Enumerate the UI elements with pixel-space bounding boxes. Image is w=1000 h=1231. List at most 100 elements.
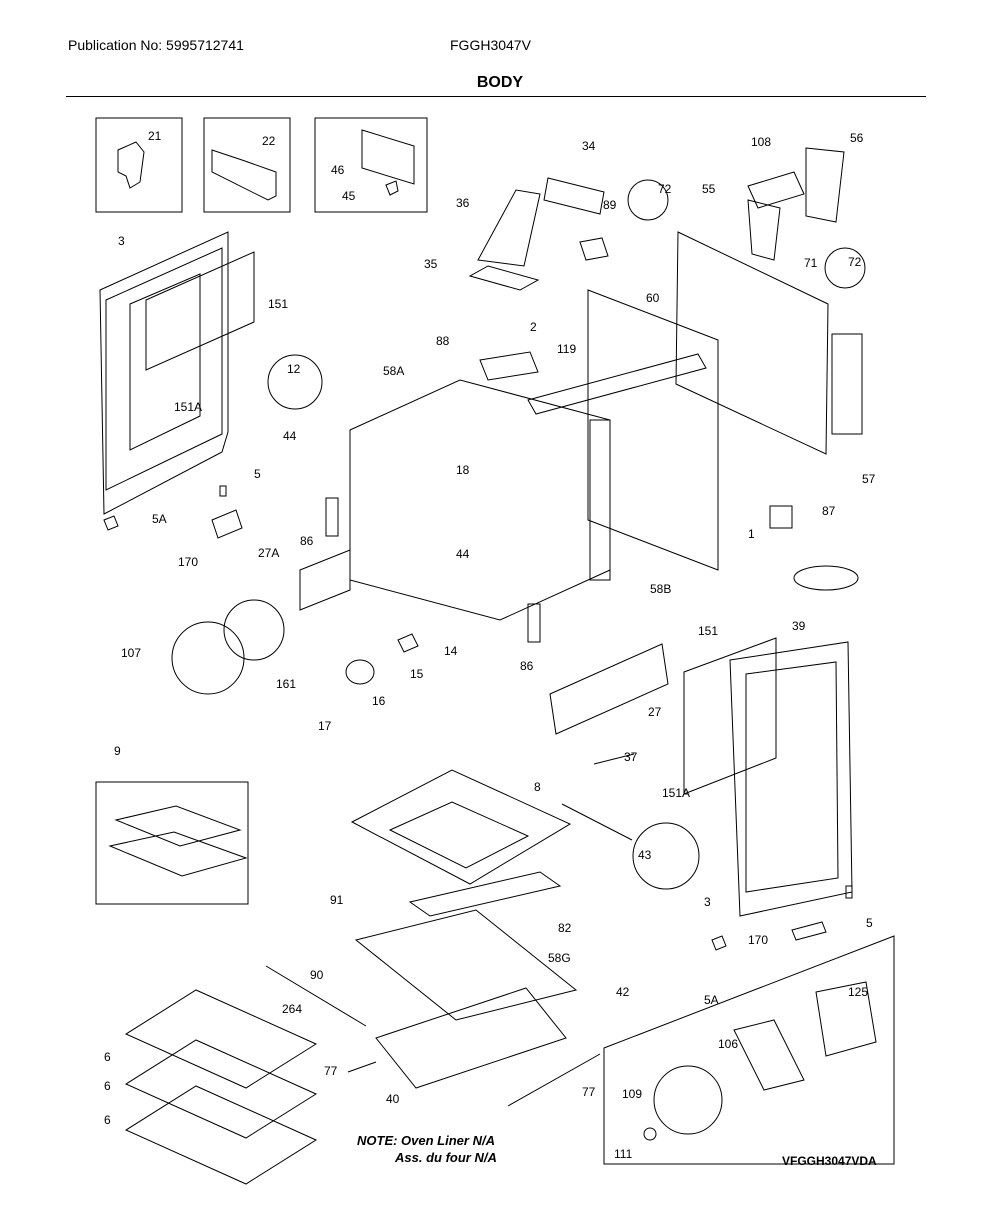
part-label: 6 [104,1113,111,1127]
part-40-drawer [375,987,567,1089]
part-9-grid [114,805,242,847]
part-27-bracket [549,643,669,735]
part-108-harness [747,171,805,209]
part-label: 89 [603,198,617,212]
callout-circle-72-right [824,247,866,289]
callout-circle-43 [632,822,700,890]
part-label: 86 [520,659,534,673]
part-label: 151 [268,297,288,311]
part-label: 18 [456,463,470,477]
inset-box-fan [603,935,895,1165]
part-77-rail-right [507,1053,601,1107]
left-door-inner [105,247,223,491]
header-rule [66,96,926,97]
part-37-rod [593,753,635,765]
part-27A-bracket [299,549,351,611]
part-5A-screw-left [103,515,119,531]
part-8-oven-bottom [350,769,572,885]
part-45-screw [385,180,399,196]
part-86-spacer-upper [325,497,339,537]
part-label: 9 [114,744,121,758]
part-label: 82 [558,921,572,935]
inset-box-21 [95,117,183,213]
part-label: 5A [704,993,719,1007]
part-label: 60 [646,291,660,305]
part-label: 39 [792,619,806,633]
part-6-rack-bottom [124,1085,318,1185]
part-label: 27A [258,546,279,560]
part-label: 109 [622,1087,642,1101]
part-label: 43 [638,848,652,862]
part-label: 108 [751,135,771,149]
part-151-glass-right [683,637,777,795]
part-111-nut [643,1127,657,1141]
part-label: 71 [804,256,818,270]
oven-cavity-body [349,379,611,621]
part-label: 56 [850,131,864,145]
part-label: 77 [324,1064,338,1078]
part-label: 161 [276,677,296,691]
part-34-duct [543,177,605,215]
part-82-baffle [408,871,562,917]
part-55-bracket [747,199,781,261]
part-71-back-panel [675,231,829,455]
part-170-bracket-left [211,509,243,539]
part-264-rail [265,965,367,1027]
part-label: 16 [372,694,386,708]
part-label: 58A [383,364,404,378]
part-label: 2 [530,320,537,334]
note-line-2: Ass. du four N/A [395,1150,497,1165]
part-6-rack-top [124,989,318,1089]
part-14-lamp-socket [397,633,419,653]
part-label: 151A [174,400,202,414]
part-label: 34 [582,139,596,153]
part-106-bracket [733,1019,805,1091]
part-label: 55 [702,182,716,196]
part-label: 3 [118,234,125,248]
callout-circle-72-left [627,179,669,221]
part-label: 106 [718,1037,738,1051]
part-label: 46 [331,163,345,177]
part-161-element [223,599,285,661]
part-86-spacer-lower [527,603,541,643]
left-door-frame [99,231,229,515]
part-56-bracket [805,147,845,223]
part-21-bracket [117,141,145,189]
part-label: 5 [254,467,261,481]
part-label: 22 [262,134,276,148]
part-1-side-panel [587,289,719,571]
model-number: FGGH3047V [450,37,531,53]
part-125-motor [815,981,877,1057]
part-label: 36 [456,196,470,210]
leader-43 [561,803,633,841]
part-label: 1 [748,527,755,541]
part-label: 91 [330,893,344,907]
part-107-fan-cover [171,621,245,695]
right-door-frame [729,641,853,917]
part-89-clip [579,237,609,261]
part-label: 88 [436,334,450,348]
part-9-pan [108,831,248,877]
part-label: 40 [386,1092,400,1106]
part-label: 37 [624,750,638,764]
part-label: 6 [104,1050,111,1064]
part-label: 58G [548,951,571,965]
part-label: 90 [310,968,324,982]
part-label: 21 [148,129,162,143]
part-57-side-panel [831,333,863,435]
right-door-window [745,661,839,893]
callout-circle-12 [267,354,323,410]
part-label: 86 [300,534,314,548]
part-5A-screw-right [711,935,727,951]
part-87-plate [769,505,793,529]
page-title: BODY [476,74,524,91]
publication-number: Publication No: 5995712741 [68,37,244,53]
part-label: 45 [342,189,356,203]
part-5-screw-left [219,485,227,497]
part-label: 15 [410,667,424,681]
part-label: 125 [848,985,868,999]
part-label: 151A [662,786,690,800]
part-label: 12 [287,362,301,376]
part-16-lamp-cover [345,659,375,685]
